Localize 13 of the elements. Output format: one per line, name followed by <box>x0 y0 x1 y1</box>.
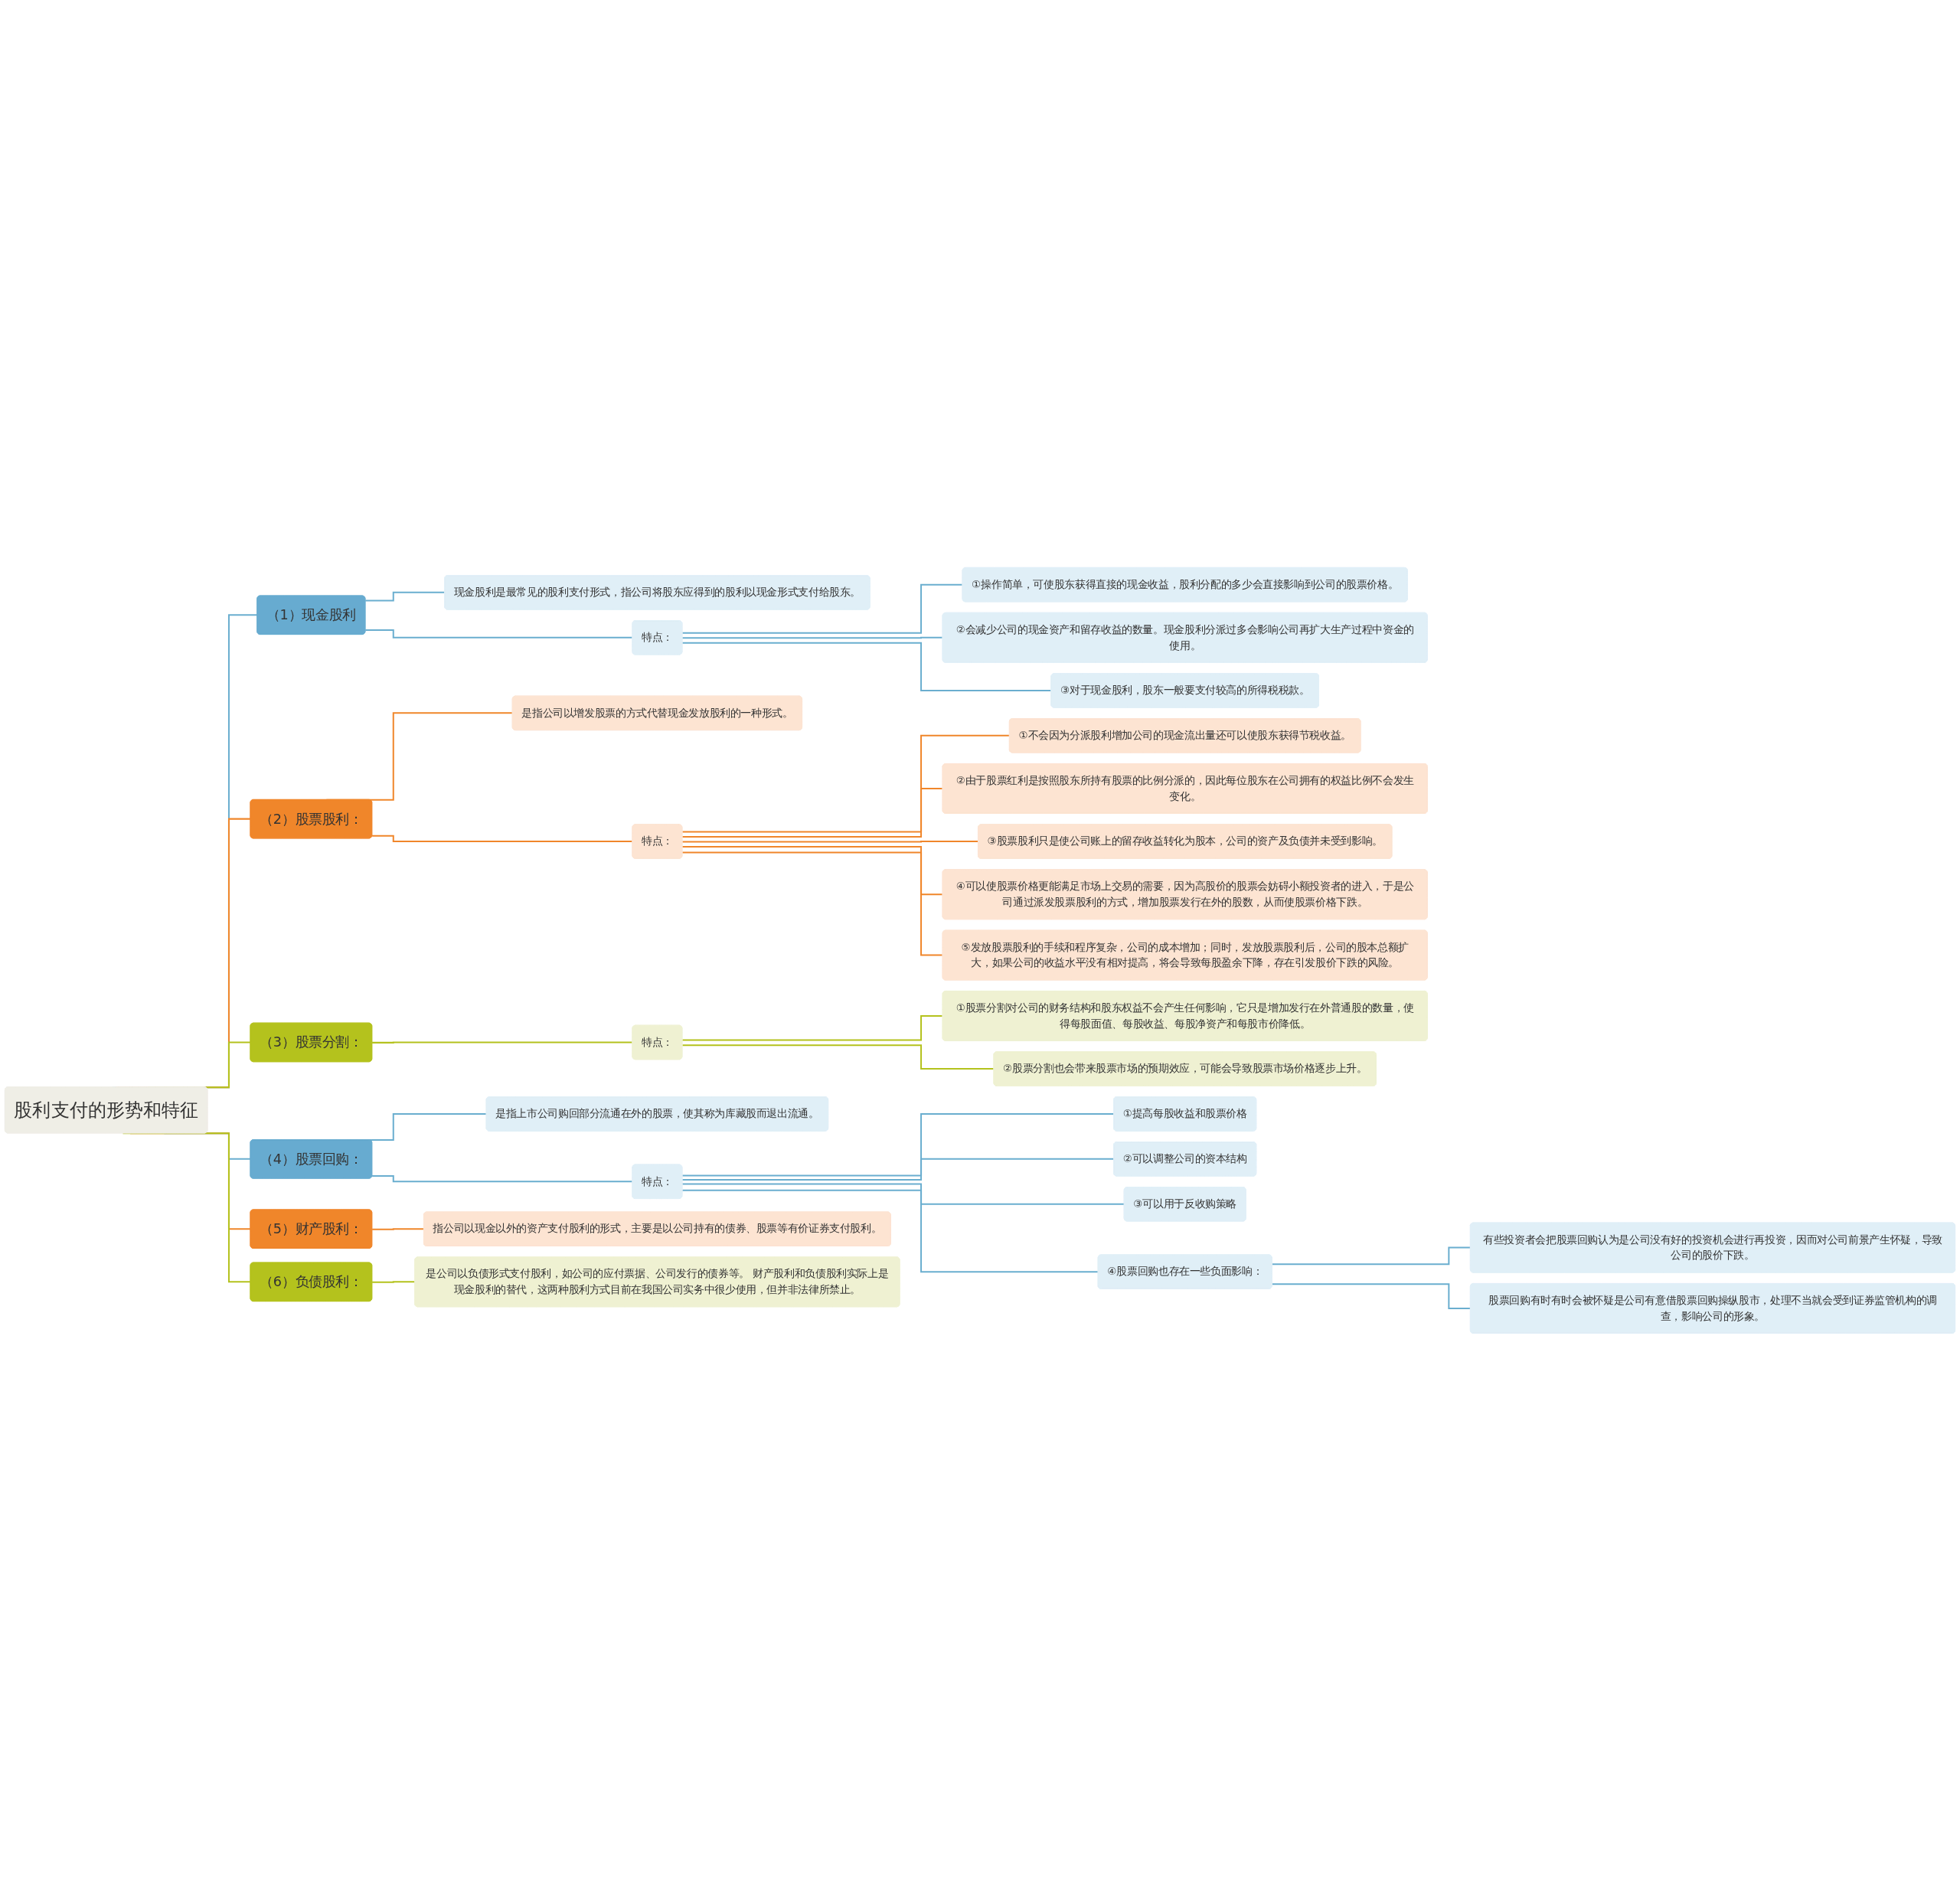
connector <box>1271 1246 1472 1266</box>
connector <box>681 788 944 838</box>
connector <box>681 636 944 639</box>
connector <box>681 846 944 896</box>
connector <box>681 1183 1125 1206</box>
connector <box>681 841 979 843</box>
connector <box>681 734 1011 833</box>
connector <box>681 583 964 634</box>
connector <box>681 1015 944 1041</box>
connector <box>371 1228 425 1230</box>
connector <box>681 1189 1099 1273</box>
connector <box>681 851 944 957</box>
connector <box>1271 1283 1472 1310</box>
